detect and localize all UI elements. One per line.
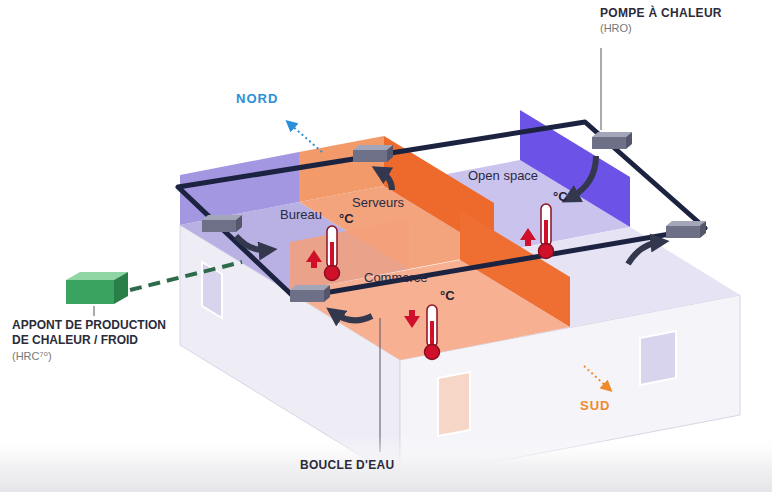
- temperature-unit: °C: [339, 211, 354, 226]
- node-code: (HRC⁷⁰): [12, 350, 172, 363]
- room-zone: Serveurs: [350, 195, 406, 210]
- part-code: (HRO): [600, 22, 632, 34]
- room-zone: Bureau: [278, 207, 324, 222]
- node-title: Open space: [466, 168, 540, 183]
- production-unit: APPONT DE PRODUCTION DE CHALEUR / FROID (…: [12, 268, 172, 363]
- room-zone: Commerce: [362, 270, 430, 285]
- orientation-label: NORD: [236, 91, 278, 106]
- node-title: Bureau: [278, 207, 324, 222]
- part-name: POMPE À CHALEUR: [600, 6, 722, 20]
- node-title: Serveurs: [350, 195, 406, 210]
- node-title: Commerce: [362, 270, 430, 285]
- room-zone: Open space: [466, 168, 540, 183]
- orientation-label: SUD: [580, 398, 610, 413]
- temperature-unit: °C: [440, 288, 455, 303]
- node-title: APPONT DE PRODUCTION DE CHALEUR / FROID: [12, 318, 172, 348]
- part-name: BOUCLE D'EAU: [300, 458, 394, 472]
- temperature-unit: °C: [553, 189, 568, 204]
